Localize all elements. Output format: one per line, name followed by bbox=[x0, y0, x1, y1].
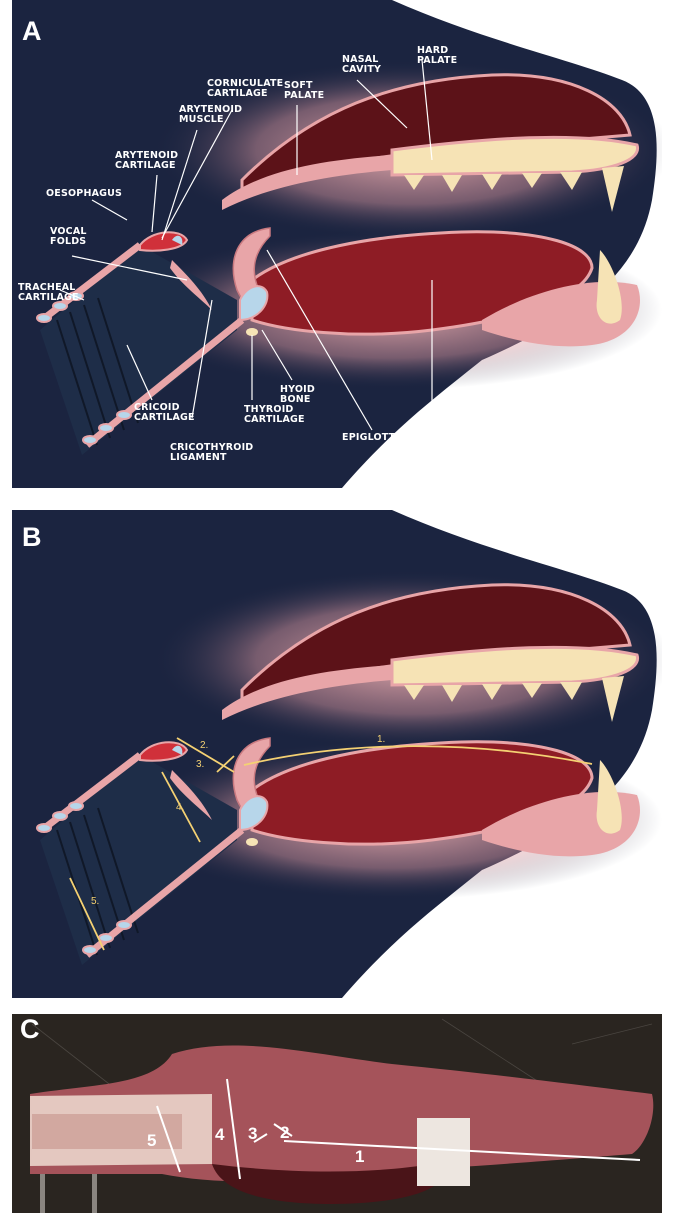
panel-c: C 1 2 3 4 5 bbox=[12, 1014, 662, 1213]
photo-label-3: 3 bbox=[248, 1124, 257, 1143]
measurement-label-1: 1. bbox=[377, 734, 385, 745]
panel-letter-a: A bbox=[22, 16, 42, 46]
svg-text:TONGUE: TONGUE bbox=[412, 432, 458, 443]
trachea-lumen bbox=[32, 1114, 182, 1149]
photo-label-5: 5 bbox=[147, 1131, 156, 1150]
photo-label-4: 4 bbox=[215, 1125, 225, 1144]
panel-b: B 1. 2. 3. 4. 5. bbox=[12, 510, 662, 998]
measurement-label-5: 5. bbox=[91, 896, 99, 907]
svg-text:OESOPHAGUS: OESOPHAGUS bbox=[46, 188, 122, 199]
svg-text:EPIGLOTTIS: EPIGLOTTIS bbox=[342, 432, 406, 443]
measurement-label-4: 4. bbox=[176, 802, 184, 813]
measurement-label-2: 2. bbox=[200, 740, 208, 751]
panel-letter-c: C bbox=[20, 1014, 40, 1044]
panel-letter-b: B bbox=[22, 522, 42, 552]
photo-label-2: 2 bbox=[280, 1123, 289, 1142]
hyoid-bone bbox=[246, 328, 258, 336]
hyoid-bone bbox=[246, 838, 258, 846]
paper-scale bbox=[417, 1118, 470, 1186]
measurement-label-3: 3. bbox=[196, 759, 204, 770]
photo-label-1: 1 bbox=[355, 1147, 364, 1166]
